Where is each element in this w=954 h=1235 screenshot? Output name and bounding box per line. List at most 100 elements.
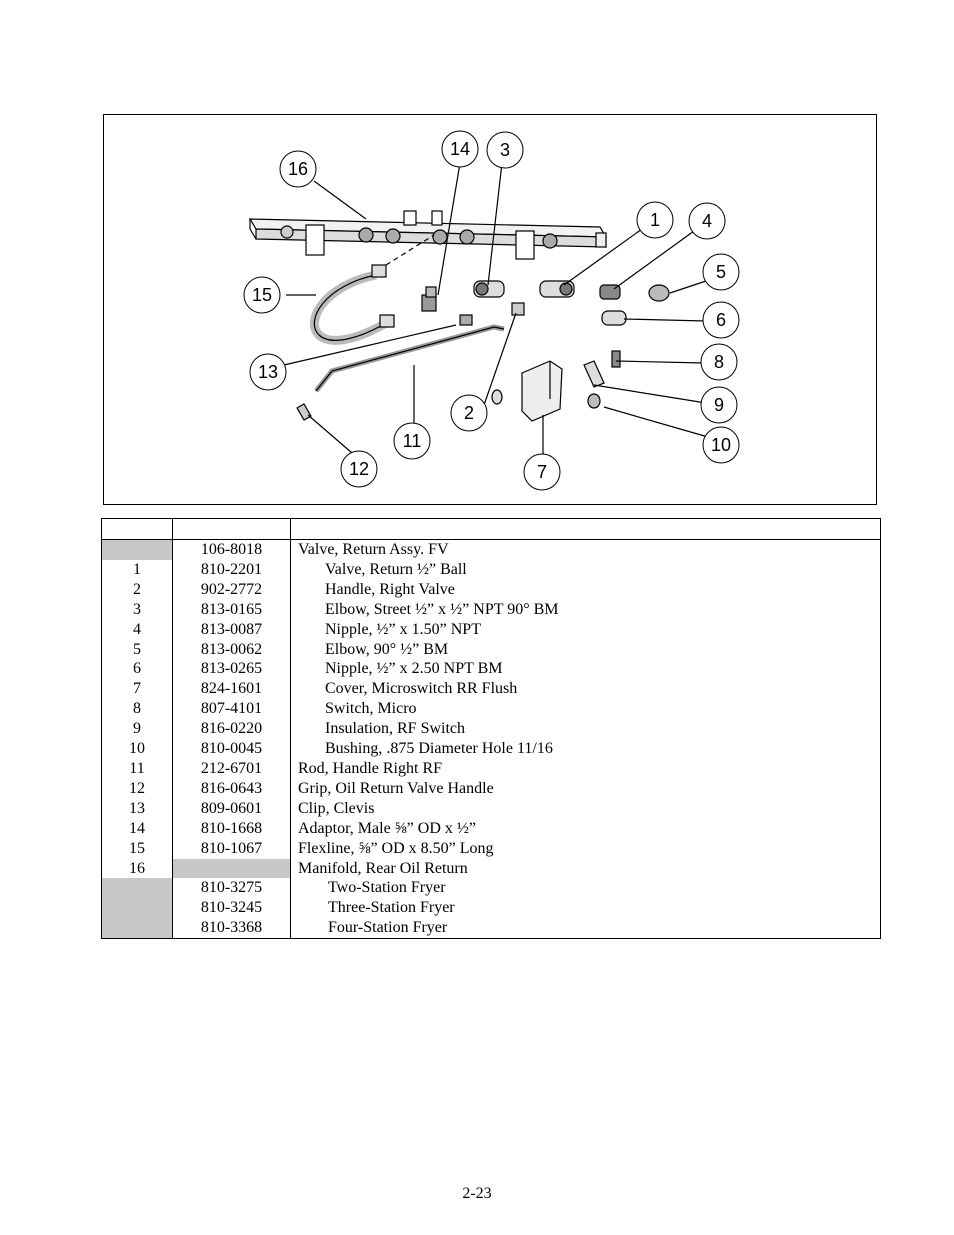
callout-label: 6 <box>716 310 726 330</box>
callout-bubbles <box>243 130 740 491</box>
description-cell: Bushing, .875 Diameter Hole 11/16 <box>290 739 881 759</box>
description-cell: Manifold, Rear Oil Return <box>290 858 881 879</box>
callout-bubble <box>702 253 740 291</box>
callout-label: 16 <box>288 159 308 179</box>
part-number-cell: 810-2201 <box>172 559 291 580</box>
table-row: 810-3275 Two-Station Fryer <box>101 878 881 899</box>
part-number-cell: 810-3368 <box>172 918 291 940</box>
part-number-cell: 813-0062 <box>172 639 291 660</box>
table-row: 15 810-1067 Flexline, ⅝” OD x 8.50” Long <box>101 838 881 859</box>
part-number-cell: 810-3245 <box>172 898 291 919</box>
table-row: 1 810-2201 Valve, Return ½” Ball <box>101 559 881 580</box>
callout-bubble <box>393 422 431 460</box>
part-number-cell: 810-0045 <box>172 739 291 759</box>
callout-bubble <box>700 386 738 424</box>
item-cell: 10 <box>101 739 173 759</box>
item-cell: 13 <box>101 798 173 819</box>
item-cell: 4 <box>101 619 173 640</box>
table-row: 810-3368 Four-Station Fryer <box>101 918 881 940</box>
table-row: 810-3245 Three-Station Fryer <box>101 898 881 919</box>
callout-bubble <box>243 276 281 314</box>
header-item <box>101 518 173 540</box>
description-cell: Elbow, 90° ½” BM <box>290 639 881 660</box>
item-cell <box>101 539 173 560</box>
callout-bubble <box>486 131 524 169</box>
description-cell: Adaptor, Male ⅝” OD x ½” <box>290 818 881 839</box>
description-cell: Rod, Handle Right RF <box>290 758 881 779</box>
description-cell: Nipple, ½” x 1.50” NPT <box>290 619 881 640</box>
rod-part <box>296 324 505 421</box>
description-cell: Insulation, RF Switch <box>290 719 881 740</box>
item-cell: 11 <box>101 758 173 779</box>
table-row: 8 807-4101 Switch, Micro <box>101 699 881 720</box>
callout-bubble <box>279 150 317 188</box>
callout-bubble <box>340 450 378 488</box>
callout-label: 9 <box>714 395 724 415</box>
exploded-parts-diagram: 1 2 3 4 5 6 7 8 9 10 11 12 13 14 15 16 <box>103 114 877 505</box>
callout-label: 10 <box>711 435 731 455</box>
part-number-cell: 902-2772 <box>172 579 291 600</box>
callout-label: 14 <box>450 139 470 159</box>
description-cell: Four-Station Fryer <box>290 918 881 940</box>
item-cell <box>101 918 173 940</box>
callout-label: 2 <box>464 403 474 423</box>
header-description <box>290 518 881 540</box>
description-cell: Nipple, ½” x 2.50 NPT BM <box>290 659 881 680</box>
manifold-part <box>248 210 608 260</box>
item-cell: 1 <box>101 559 173 580</box>
part-number-cell: 810-1668 <box>172 818 291 839</box>
callout-label: 15 <box>252 285 272 305</box>
part-number-cell: 807-4101 <box>172 699 291 720</box>
description-cell: Handle, Right Valve <box>290 579 881 600</box>
part-number-cell: 810-3275 <box>172 878 291 899</box>
table-row: 6 813-0265 Nipple, ½” x 2.50 NPT BM <box>101 659 881 680</box>
callout-label: 1 <box>650 210 660 230</box>
callout-bubble <box>700 343 738 381</box>
item-cell: 15 <box>101 838 173 859</box>
callout-bubble <box>636 201 674 239</box>
callout-bubble <box>450 394 488 432</box>
fittings-parts <box>421 280 670 326</box>
description-cell: Cover, Microswitch RR Flush <box>290 679 881 700</box>
description-cell: Flexline, ⅝” OD x 8.50” Long <box>290 838 881 859</box>
part-number-cell: 824-1601 <box>172 679 291 700</box>
description-cell: Valve, Return Assy. FV <box>290 539 881 560</box>
part-number-cell: 816-0643 <box>172 778 291 799</box>
table-row: 4 813-0087 Nipple, ½” x 1.50” NPT <box>101 619 881 640</box>
part-number-cell: 813-0265 <box>172 659 291 680</box>
item-cell: 9 <box>101 719 173 740</box>
callout-bubble <box>702 426 740 464</box>
description-cell: Switch, Micro <box>290 699 881 720</box>
callout-label: 12 <box>349 459 369 479</box>
item-cell: 8 <box>101 699 173 720</box>
callout-label: 5 <box>716 262 726 282</box>
table-row: 14 810-1668 Adaptor, Male ⅝” OD x ½” <box>101 818 881 839</box>
callout-bubble <box>688 202 726 240</box>
callout-bubble <box>702 301 740 339</box>
callout-bubble <box>249 353 287 391</box>
parts-list-table: 106-8018 Valve, Return Assy. FV 1 810-22… <box>101 518 881 940</box>
part-number-cell: 816-0220 <box>172 719 291 740</box>
callout-label: 4 <box>702 211 712 231</box>
table-row: 12 816-0643 Grip, Oil Return Valve Handl… <box>101 778 881 799</box>
table-header-row <box>101 518 881 540</box>
part-number-cell: 813-0087 <box>172 619 291 640</box>
callout-label: 8 <box>714 352 724 372</box>
table-row: 13 809-0601 Clip, Clevis <box>101 798 881 819</box>
callout-label: 11 <box>403 431 422 451</box>
description-cell: Valve, Return ½” Ball <box>290 559 881 580</box>
table-row: 7 824-1601 Cover, Microswitch RR Flush <box>101 679 881 700</box>
part-number-cell: 212-6701 <box>172 758 291 779</box>
description-cell: Elbow, Street ½” x ½” NPT 90° BM <box>290 599 881 620</box>
item-cell: 7 <box>101 679 173 700</box>
table-row: 5 813-0062 Elbow, 90° ½” BM <box>101 639 881 660</box>
callout-label: 7 <box>537 462 547 482</box>
page-number: 2-23 <box>462 1185 492 1202</box>
header-part <box>172 518 291 540</box>
part-number-cell: 809-0601 <box>172 798 291 819</box>
table-row: 9 816-0220 Insulation, RF Switch <box>101 719 881 740</box>
item-cell <box>101 878 173 899</box>
table-row: 16 Manifold, Rear Oil Return <box>101 858 881 879</box>
item-cell: 2 <box>101 579 173 600</box>
callout-bubble <box>523 453 561 491</box>
